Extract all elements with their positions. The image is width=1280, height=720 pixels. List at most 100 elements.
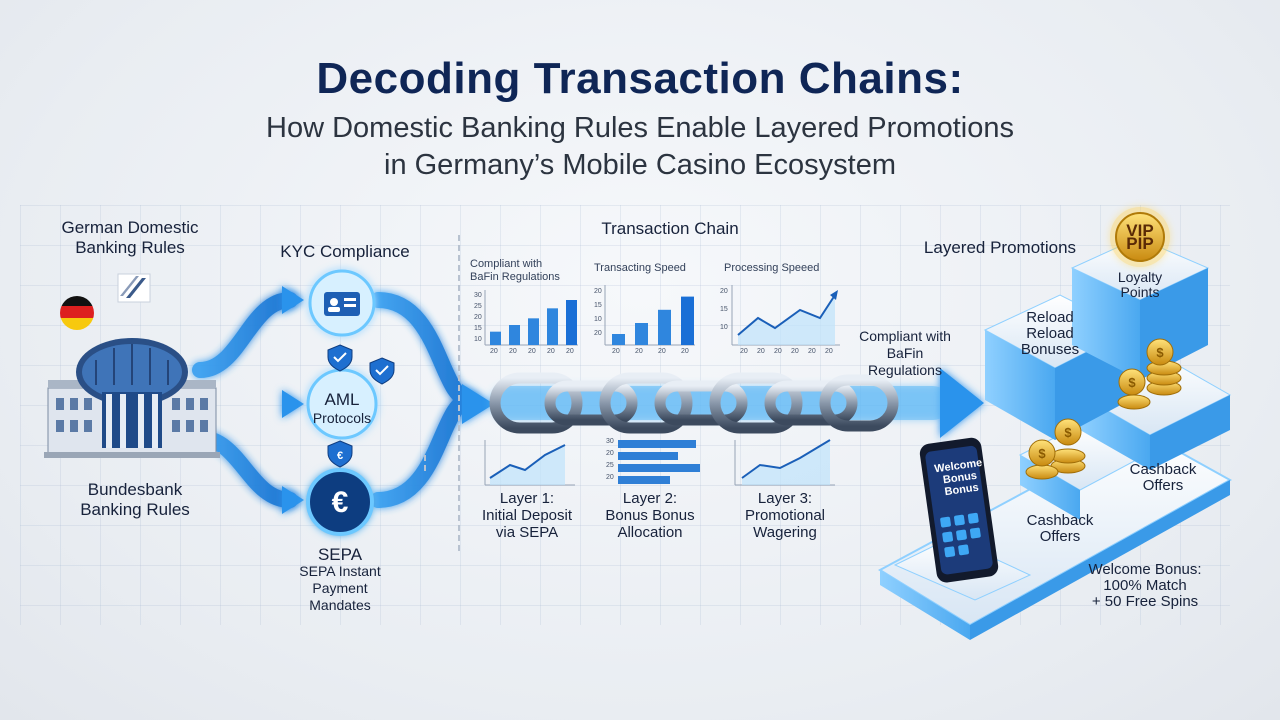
tick-label: 20 xyxy=(474,314,482,321)
vip-badge-icon: VIP PIP xyxy=(1126,221,1154,253)
tick-label: 20 xyxy=(566,348,574,355)
reload-bonuses-label: Reload Reload Bonuses xyxy=(1000,310,1100,358)
cashback-left-label: Cashback Offers xyxy=(1015,513,1105,545)
divider-mark xyxy=(424,455,426,473)
tick-label: 20 xyxy=(606,450,614,457)
tick-label: 20 xyxy=(612,348,620,355)
tick-label: 20 xyxy=(528,348,536,355)
reload-line1: Reload xyxy=(1026,309,1074,326)
tick-label: 20 xyxy=(490,348,498,355)
tick-label: 20 xyxy=(509,348,517,355)
layer-3-title: Layer 3: xyxy=(757,490,813,507)
tick-label: 20 xyxy=(658,348,666,355)
tick-label: 20 xyxy=(825,348,833,355)
layer-2-line3: Allocation xyxy=(617,524,683,541)
german-banking-label-line2: Banking Rules xyxy=(75,238,185,257)
shield-check-icon-2 xyxy=(370,357,394,385)
layer-2-title: Layer 2: xyxy=(622,490,678,507)
chart-bar xyxy=(490,331,501,345)
aml-label: AML xyxy=(324,390,360,409)
sepa-label: SEPA xyxy=(317,545,363,564)
tick-label: 25 xyxy=(474,303,482,310)
bundesbank-label: Bundesbank Banking Rules xyxy=(40,480,230,520)
tick-label: 20 xyxy=(774,348,782,355)
tick-label: 20 xyxy=(594,330,602,337)
layer-2: Layer 2: Bonus Bonus Allocation xyxy=(585,490,715,541)
reload-line2: Reload xyxy=(1026,325,1074,342)
subtitle-line-2: in Germany’s Mobile Casino Ecosystem xyxy=(384,149,896,181)
page-title: Decoding Transaction Chains: xyxy=(316,54,964,103)
sepa-desc-line2: Payment xyxy=(312,580,368,596)
sepa-desc-line3: Mandates xyxy=(309,597,371,613)
layer-1-line2: Initial Deposit xyxy=(481,507,573,524)
german-banking-label-line1: German Domestic xyxy=(61,218,199,237)
welcome-bonus-label: Welcome Bonus: 100% Match + 50 Free Spin… xyxy=(1070,562,1220,610)
layer-1-title: Layer 1: xyxy=(499,490,555,507)
aml-node: AML Protocols xyxy=(300,390,384,427)
chart-2-title: Transacting Speed xyxy=(594,262,686,274)
loyalty-line1: Loyalty xyxy=(1117,269,1163,285)
svg-text:€: € xyxy=(332,486,349,519)
tick-label: 20 xyxy=(740,348,748,355)
tick-label: 20 xyxy=(791,348,799,355)
euro-icon xyxy=(308,470,372,534)
bundesbank-label-line2: Banking Rules xyxy=(80,500,190,519)
bafin-label-line2: BaFin Regulations xyxy=(868,345,942,378)
layer-1: Layer 1: Initial Deposit via SEPA xyxy=(462,490,592,541)
german-banking-label: German Domestic Banking Rules xyxy=(40,218,220,258)
id-card-icon xyxy=(310,271,374,335)
chart-1-title-line1: Compliant with xyxy=(470,258,543,270)
layer-1-line3: via SEPA xyxy=(495,524,559,541)
german-flag-icon xyxy=(48,295,78,325)
svg-text:€: € xyxy=(337,450,343,462)
tick-label: 20 xyxy=(547,348,555,355)
tick-label: 30 xyxy=(474,292,482,299)
tick-label: 10 xyxy=(594,316,602,323)
tick-label: 15 xyxy=(720,306,728,313)
tick-label: 30 xyxy=(606,438,614,445)
chain-links xyxy=(490,370,890,436)
chart-3-title: Processing Speeed xyxy=(724,262,820,274)
layer-2-line2: Bonus Bonus xyxy=(605,507,695,524)
chart-1-title-line2: BaFin Regulations xyxy=(470,271,560,283)
chart-bar xyxy=(658,309,671,345)
bank-building-icon xyxy=(48,338,218,458)
tick-label: 20 xyxy=(681,348,689,355)
welcome-line3: + 50 Free Spins xyxy=(1091,593,1199,610)
tick-label: 20 xyxy=(635,348,643,355)
promotions-title: Layered Promotions xyxy=(923,238,1077,257)
coin-stack-icon-2 xyxy=(1112,338,1182,398)
bafin-label-line1: Compliant with xyxy=(859,328,951,344)
shield-euro-icon xyxy=(328,441,352,469)
chart-1-title: Compliant with BaFin Regulations xyxy=(470,258,580,284)
chart-bar xyxy=(528,318,539,345)
chart-bar xyxy=(681,296,694,345)
tick-label: 15 xyxy=(474,325,482,332)
tick-label: 20 xyxy=(720,288,728,295)
svg-text:$: $ xyxy=(1128,375,1136,390)
loyalty-line2: Points xyxy=(1120,284,1160,300)
layer-3-line2: Promotional xyxy=(744,507,826,524)
arrow-right-icon xyxy=(938,368,986,438)
tick-label: 20 xyxy=(606,474,614,481)
svg-text:$: $ xyxy=(1038,446,1046,461)
tick-label: 10 xyxy=(720,324,728,331)
tick-label: 15 xyxy=(594,302,602,309)
chain-title: Transaction Chain xyxy=(601,219,739,238)
reload-line3: Bonuses xyxy=(1020,341,1080,358)
chart-bar xyxy=(612,334,625,345)
bafin-compliant-label: Compliant with BaFin Regulations xyxy=(850,328,960,379)
subtitle-line-1: How Domestic Banking Rules Enable Layere… xyxy=(266,112,1014,144)
layer-3: Layer 3: Promotional Wagering xyxy=(720,490,850,541)
shield-check-icon xyxy=(328,344,352,372)
chart-2-bars xyxy=(612,296,694,345)
chart-bar xyxy=(635,323,648,345)
cashback-right-line1: Cashback xyxy=(1129,461,1197,478)
coin-stack-icon xyxy=(1020,420,1090,480)
sepa-description: SEPA Instant Payment Mandates xyxy=(270,563,410,614)
tick-label: 25 xyxy=(606,462,614,469)
tick-label: 20 xyxy=(594,288,602,295)
aml-protocols-label: Protocols xyxy=(312,410,372,426)
divider-left xyxy=(458,235,460,555)
